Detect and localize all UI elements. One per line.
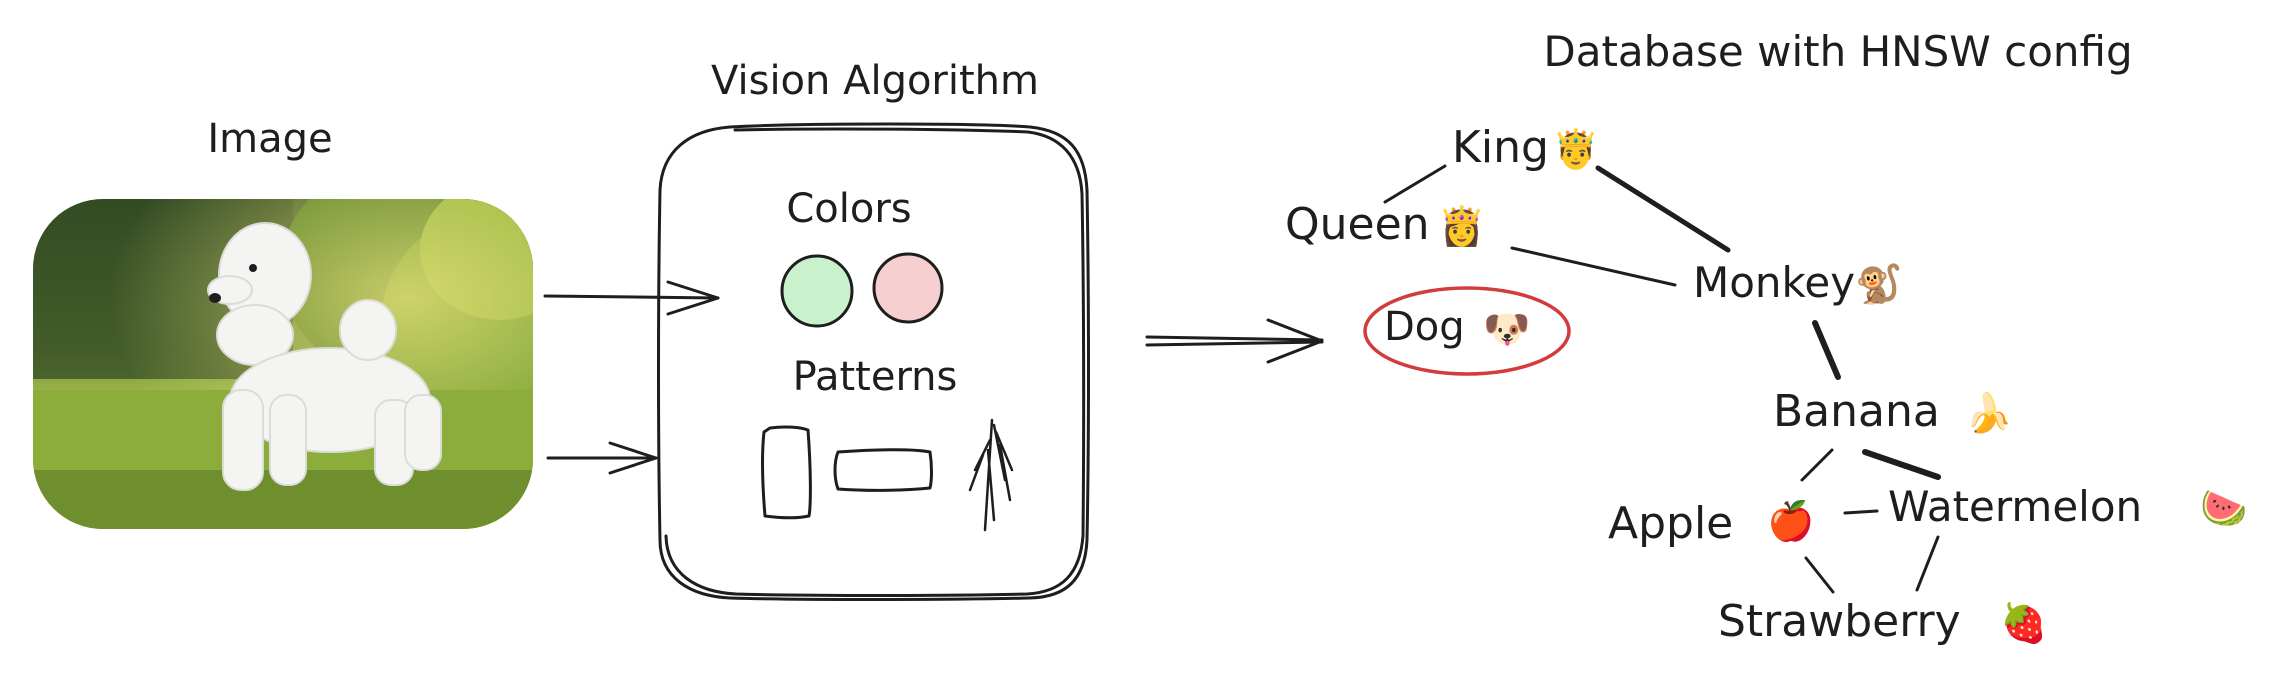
scribble-lines-pattern <box>968 418 1014 532</box>
node-apple: Apple 🍎 <box>1608 498 1814 549</box>
database-title: Database with HNSW config <box>1543 27 2132 76</box>
edge-king-monkey <box>1595 165 1731 253</box>
node-strawberry-label: Strawberry <box>1718 596 1961 647</box>
edge-queen-monkey <box>1510 246 1677 287</box>
edge-monkey-banana <box>1812 320 1841 380</box>
node-banana: Banana 🍌 <box>1773 386 2012 437</box>
image-title: Image <box>207 116 332 162</box>
node-queen-label: Queen <box>1285 199 1430 250</box>
node-banana-emoji: 🍌 <box>1965 391 2012 435</box>
node-queen: Queen 👸 <box>1285 199 1485 250</box>
node-monkey-label: Monkey <box>1693 258 1855 307</box>
node-dog-label: Dog <box>1384 304 1465 350</box>
node-dog: Dog 🐶 <box>1384 304 1530 351</box>
node-king-label: King <box>1452 122 1549 173</box>
node-watermelon: Watermelon 🍉 <box>1888 482 2247 531</box>
node-watermelon-emoji: 🍉 <box>2200 486 2247 530</box>
vision-algorithm-title: Vision Algorithm <box>711 58 1039 104</box>
node-strawberry-emoji: 🍓 <box>2000 601 2047 645</box>
poodle-photo <box>33 199 533 529</box>
patterns-label: Patterns <box>793 354 958 400</box>
edge-apple-watermelon <box>1843 509 1879 515</box>
node-queen-emoji: 👸 <box>1438 204 1485 248</box>
dog-highlight-ring <box>1363 286 1571 376</box>
node-monkey-emoji: 🐒 <box>1855 262 1902 306</box>
colors-label: Colors <box>786 186 911 232</box>
node-banana-label: Banana <box>1773 386 1940 437</box>
arrow-image-to-vision-upper <box>543 280 720 316</box>
horizontal-rectangle-pattern <box>833 448 933 492</box>
edge-king-queen <box>1383 164 1447 204</box>
pink-color-swatch <box>872 252 944 324</box>
node-apple-emoji: 🍎 <box>1767 498 1814 543</box>
node-strawberry: Strawberry 🍓 <box>1718 596 2047 647</box>
node-monkey: Monkey 🐒 <box>1693 258 1902 307</box>
node-king-emoji: 🤴 <box>1552 127 1599 171</box>
edge-apple-strawberry <box>1804 556 1835 594</box>
vertical-rectangle-pattern <box>761 425 812 520</box>
node-watermelon-label: Watermelon <box>1888 482 2142 531</box>
edge-banana-watermelon <box>1862 449 1941 480</box>
green-color-swatch <box>780 254 854 328</box>
edge-watermelon-strawberry <box>1915 535 1940 592</box>
edge-banana-apple <box>1800 448 1834 482</box>
arrow-image-to-vision-lower <box>546 441 658 475</box>
node-king: King 🤴 <box>1452 122 1599 173</box>
node-dog-emoji: 🐶 <box>1483 307 1530 351</box>
arrow-vision-to-database <box>1145 318 1324 364</box>
vision-algorithm-box <box>657 122 1090 601</box>
node-apple-label: Apple <box>1608 498 1733 549</box>
